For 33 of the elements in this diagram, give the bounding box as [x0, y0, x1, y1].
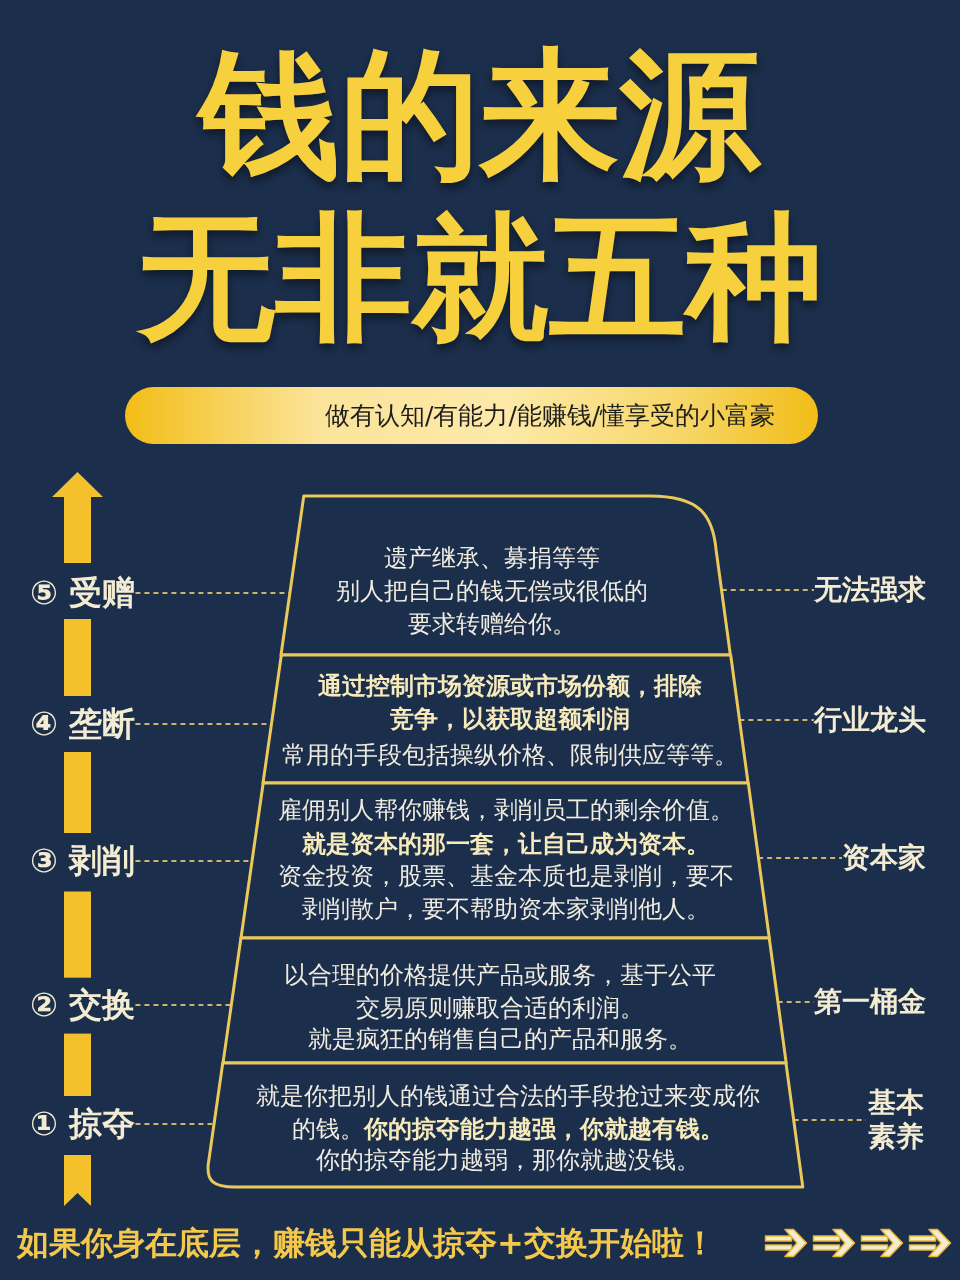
tier-label: 无法强求 [814, 572, 926, 608]
tier-label: 第一桶金 [814, 984, 926, 1020]
pyramid-tier [260, 653, 750, 785]
tier-text: 常用的手段包括操纵价格、限制供应等等。 [281, 739, 739, 771]
tier-text: 通过控制市场资源或市场份额，排除竞争，以获取超额利润 [317, 670, 703, 735]
tier-label: ④ 垄断 [30, 704, 136, 744]
title: 钱的来源无非就五种 [135, 33, 824, 359]
leader-line [134, 1004, 233, 1006]
tier-text: 你的掠夺能力越弱，那你就越没钱。 [315, 1144, 701, 1176]
footer-text: 如果你身在底层，赚钱只能从掠夺+交换开始啦！ [17, 1223, 716, 1263]
tier-text: 资金投资，股票、基金本质也是剥削，要不剥削散户，要不帮助资本家剥削他人。 [277, 860, 735, 925]
leader-line [134, 1123, 215, 1125]
tier-label: 基本素养 [866, 1086, 926, 1154]
leader-line [720, 589, 815, 591]
tier-text: 以合理的价格提供产品或服务，基于公平交易原则赚取合适的利润。 [283, 959, 717, 1024]
pyramid-tier [238, 781, 771, 940]
tier-label: ② 交换 [30, 985, 136, 1025]
tier-label: ① 掠夺 [30, 1104, 136, 1144]
tier-label: 行业龙头 [814, 702, 926, 738]
subtitle-banner: 做有认知/有能力/能赚钱/懂享受的小富豪 [125, 387, 818, 444]
pyramid-tier [279, 494, 733, 657]
tier-text: 就是你把别人的钱通过合法的手段抢过来变成你的钱。你的掠夺能力越强，你就越有钱。 [255, 1080, 761, 1145]
tier-label: 资本家 [842, 840, 926, 876]
leader-line [757, 857, 843, 859]
tier-label: ⑤ 受赠 [30, 573, 136, 613]
tier-text: 别人把自己的钱无偿或很低的要求转赠给你。 [335, 575, 649, 640]
leader-line [738, 719, 815, 721]
tier-text: 就是疯狂的销售自己的产品和服务。 [307, 1023, 693, 1055]
tier-text: 雇佣别人帮你赚钱，剥削员工的剩余价值。 [277, 794, 735, 826]
tier-label: ③ 剥削 [30, 841, 136, 881]
tier-text: 就是资本的那一套，让自己成为资本。 [301, 828, 711, 860]
pyramid-tier [220, 936, 788, 1065]
tier-text: 遗产继承、募捐等等 [383, 542, 601, 574]
